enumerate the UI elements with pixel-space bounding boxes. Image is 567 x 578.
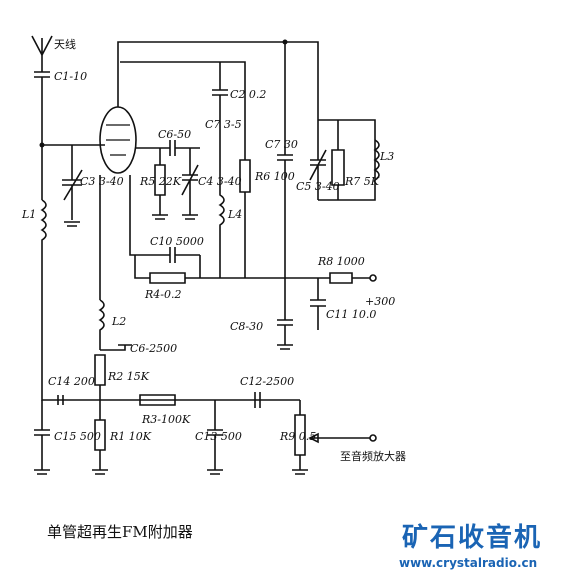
c5-label: C5 3-40 [296,180,340,193]
resistor-r4 [134,255,318,284]
resistor-r5 [152,148,168,220]
r7-label: R7 5K [344,175,380,188]
c1-label: C1-10 [54,70,87,83]
r5-label: R5 22K [139,175,182,188]
capacitor-c7b [277,42,293,320]
schematic-diagram: 天线 C1-10 L1 C3 3-40 C2 0.2 C7 3-5 C6-50 [21,35,406,475]
l2-label: L2 [111,315,126,328]
inner-bus [120,61,246,160]
r8-label: R8 1000 [317,255,365,268]
inductor-l1 [40,199,47,260]
grid-leak-wire [129,175,135,256]
resistor-r8 [318,272,377,284]
l3-label: L3 [379,150,394,163]
inductor-l3 [373,139,380,181]
capacitor-c8 [277,319,293,350]
c6-label: C6-50 [158,128,191,141]
c11-label: C11 10.0 [326,308,376,321]
capacitor-c16 [100,344,132,351]
inductor-l4 [218,140,225,278]
left-bus [41,95,105,200]
resistor-r7 [331,120,345,200]
c13-label: C13 500 [195,430,242,443]
r4-label: R4-0.2 [144,288,182,301]
vacuum-tube [99,41,285,174]
potentiometer-r9 [292,400,377,475]
caption: 单管超再生FM附加器 [47,523,193,541]
capacitor-c13 [207,400,223,475]
antenna-label: 天线 [54,37,76,51]
c8-label: C8-30 [230,320,263,333]
c16-label: C6-2500 [130,342,177,355]
c3-label: C3 3-40 [80,175,124,188]
capacitor-c11 [310,278,326,330]
capacitor-c6 [135,140,200,156]
c14-label: C14 200 [48,375,95,388]
plus300-label: +300 [365,295,395,308]
resistor-r6 [239,159,251,278]
antenna-symbol [31,35,53,56]
capacitor-c5 [309,64,327,200]
resistor-r1 [92,400,108,475]
resistor-r2 [94,354,106,400]
l4-label: L4 [227,208,242,221]
capacitor-c14 [57,395,64,405]
capacitor-c10 [135,247,201,278]
capacitor-c15 [34,400,50,475]
watermark-logo: 矿石收音机 [402,523,543,553]
capacitor-c3 [62,145,83,227]
capacitor-c1 [34,55,50,95]
junction [39,142,45,148]
c2-label: C2 0.2 [230,88,266,101]
c7-label: C7 3-5 [205,118,242,131]
to-amp-label: 至音频放大器 [340,449,406,463]
c7b-label: C7 30 [265,138,298,151]
r9-label: R9 0.5 [279,430,316,443]
r1-label: R1 10K [109,430,152,443]
resistor-r3 [139,394,176,406]
watermark-url: www.crystalradio.cn [399,556,538,570]
c10-label: C10 5000 [150,235,204,248]
capacitor-c4 [181,148,199,220]
c12-label: C12-2500 [240,375,294,388]
r2-label: R2 15K [107,370,150,383]
inductor-l2 [98,299,105,350]
r3-label: R3-100K [141,413,191,426]
c15-label: C15 500 [54,430,101,443]
capacitor-c12 [254,392,261,408]
l1-label: L1 [21,208,36,221]
capacitor-c2 [212,62,228,140]
r6-label: R6 100 [254,170,295,183]
top-bus [285,41,319,64]
